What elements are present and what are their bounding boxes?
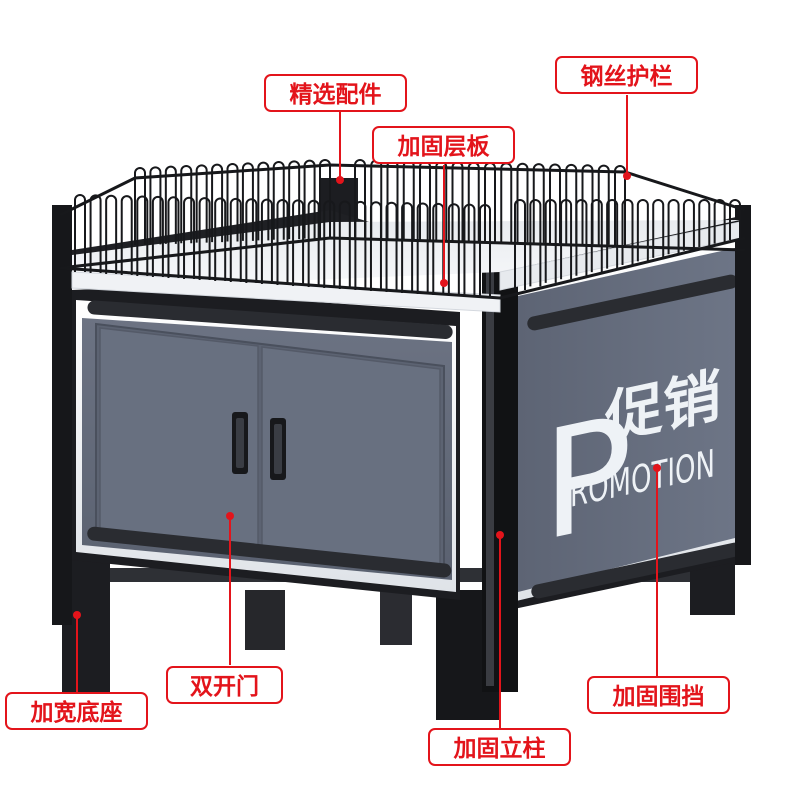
guardrail-bar	[151, 195, 164, 277]
side-upper-bumper	[527, 274, 738, 331]
guardrail-bar	[180, 165, 193, 244]
guardrail-bar	[89, 194, 102, 273]
inner-left-leg	[245, 590, 285, 650]
inner-mid-leg	[380, 590, 412, 645]
guardrail-bar	[597, 164, 610, 245]
right-back-leg	[690, 560, 735, 615]
guardrail-bar	[260, 198, 273, 284]
right-door	[261, 346, 441, 573]
guardrail-bar	[516, 162, 529, 243]
guardrail-bar	[183, 196, 196, 279]
guardrail-bar	[241, 162, 254, 241]
callout-accessories: 精选配件	[264, 74, 407, 112]
guardrail-bar	[713, 199, 726, 244]
guardrail-bar	[195, 164, 208, 243]
guardrail-bar	[514, 199, 526, 290]
guardrail-bar	[134, 167, 146, 245]
guardrail-bar	[257, 161, 270, 241]
callout-shelf: 加固层板	[372, 126, 515, 164]
guardrail-bar	[276, 199, 289, 285]
left-post	[52, 205, 72, 625]
guardrail-bar	[614, 165, 626, 245]
guardrail-bar	[198, 197, 211, 280]
guardrail-bar	[652, 199, 665, 258]
callout-panel: 加固围挡	[587, 676, 730, 714]
sign-letter-p: P	[542, 381, 632, 575]
guardrail-bar	[636, 199, 649, 262]
guardrail-bar	[667, 199, 680, 255]
guardrail-bar	[338, 200, 351, 289]
guardrail-bar	[698, 199, 711, 248]
guardrail-bar	[105, 194, 118, 274]
callout-guardrail: 钢丝护栏	[555, 56, 698, 94]
guardrail-bar	[214, 197, 227, 281]
right-post	[735, 205, 751, 565]
guardrail-bar	[211, 163, 224, 243]
guardrail-bar	[74, 194, 86, 272]
side-lower-bumper	[531, 542, 742, 599]
left-front-leg	[62, 560, 110, 720]
callout-double-door: 双开门	[166, 666, 283, 704]
guardrail-bar	[565, 163, 578, 244]
guardrail-bar	[532, 163, 545, 243]
guardrail-bar	[292, 199, 305, 286]
guardrail-bar	[167, 196, 180, 278]
leader-lines	[73, 95, 661, 728]
cabinet-front	[72, 285, 460, 600]
callout-wide-base: 加宽底座	[5, 692, 148, 730]
guardrail-bar	[447, 203, 460, 296]
guardrail-bar	[245, 198, 258, 283]
callout-column: 加固立柱	[428, 728, 571, 766]
guardrail-bar	[120, 195, 133, 275]
guardrail-bar	[606, 199, 619, 269]
cabinet-side: P 促销 ROMOTION	[500, 215, 745, 612]
guardrail-bar	[549, 163, 561, 244]
wire-guardrail	[59, 159, 746, 300]
guardrail-bar	[164, 165, 177, 244]
front-upper-bumper	[87, 300, 453, 340]
guardrail-bar	[729, 199, 741, 240]
front-lower-bumper	[87, 526, 452, 578]
guardrail-bar	[288, 160, 301, 240]
guardrail-bar	[226, 163, 239, 242]
guardrail-bar	[136, 195, 149, 276]
guardrail-bar	[416, 202, 429, 294]
guardrail-bar	[401, 202, 414, 293]
guardrail-bar	[303, 159, 316, 239]
guardrail-bar	[682, 199, 695, 251]
guardrail-bar	[621, 199, 634, 265]
guardrail-bar	[149, 166, 162, 245]
guardrail-bar	[229, 197, 242, 282]
guardrail-bar	[529, 199, 542, 287]
guardrail-bar	[272, 161, 285, 240]
guardrail-bar	[581, 164, 594, 245]
guardrail-bar	[354, 159, 366, 238]
guardrail-bar	[319, 159, 331, 238]
